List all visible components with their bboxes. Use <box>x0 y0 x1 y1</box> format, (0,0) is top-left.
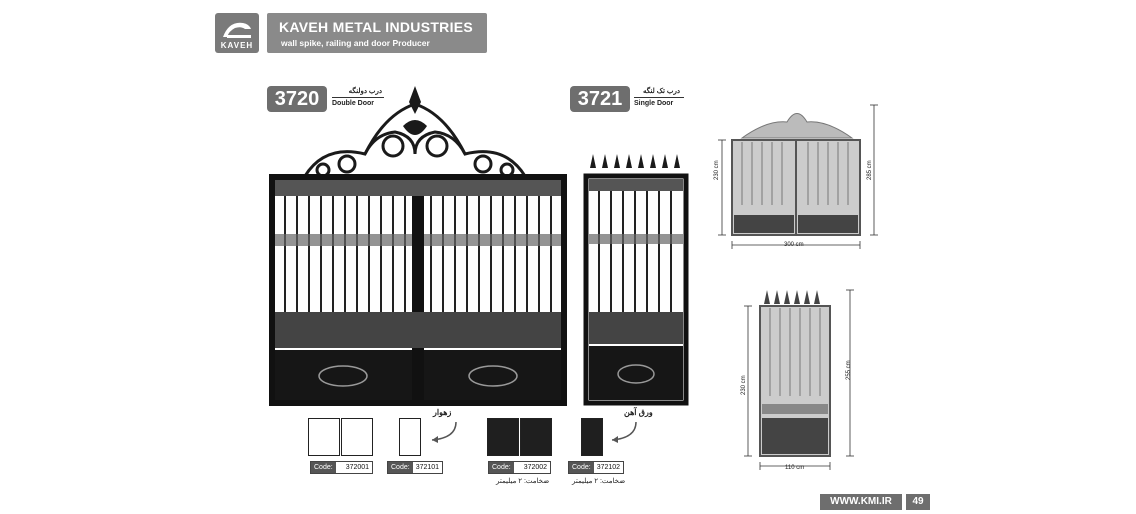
company-name: KAVEH METAL INDUSTRIES <box>279 19 474 35</box>
code-tag: Code: 372002 <box>488 461 552 474</box>
single-width-label: 110 cm <box>785 465 805 471</box>
single-height-body-label: 230 cm <box>741 375 747 395</box>
sheet-swatch-double-right <box>520 418 552 456</box>
code-key: Code: <box>388 462 413 473</box>
thickness-note: ضخامت: ۲ میلیمتر <box>572 478 626 485</box>
zahvar-label: زهوار <box>433 408 452 417</box>
model-number-double: 3720 <box>267 86 327 112</box>
code-value: 372001 <box>345 464 370 471</box>
logo-text: KAVEH <box>220 41 254 50</box>
sheet-swatch-double-left <box>487 418 519 456</box>
pointer-arrow-icon <box>611 421 637 443</box>
code-tag: Code: 372001 <box>310 461 374 474</box>
code-key: Code: <box>311 462 336 473</box>
single-door-dimension-drawing <box>744 289 854 470</box>
code-value: 372102 <box>596 464 621 471</box>
model-fa-label-double: درب دولنگه <box>348 88 382 95</box>
model-en-label-double: Double Door <box>332 100 374 107</box>
frame-swatch-double-right <box>341 418 373 456</box>
double-door-dimension-drawing <box>718 104 878 249</box>
logo-emblem-icon <box>223 22 251 38</box>
page-number: 49 <box>906 494 930 510</box>
code-tag: Code: 372102 <box>568 461 625 474</box>
model-number-single: 3721 <box>570 86 630 112</box>
frame-swatch-single <box>399 418 421 456</box>
double-door-image <box>269 86 567 406</box>
single-height-total-label: 255 cm <box>846 360 852 380</box>
website-footer: WWW.KMI.IR <box>820 494 902 510</box>
double-height-total-label: 285 cm <box>867 160 873 180</box>
code-tag: Code: 372101 <box>387 461 444 474</box>
company-tagline: wall spike, railing and door Producer <box>281 38 430 48</box>
code-key: Code: <box>489 462 514 473</box>
code-value: 372002 <box>523 464 548 471</box>
code-key: Code: <box>569 462 594 473</box>
kaveh-logo: KAVEH <box>215 13 259 53</box>
sheet-swatch-single <box>581 418 603 456</box>
pointer-arrow-icon <box>431 421 457 443</box>
frame-swatch-double-left <box>308 418 340 456</box>
single-door-image <box>583 154 689 406</box>
thickness-note: ضخامت: ۲ میلیمتر <box>496 478 550 485</box>
header-banner: KAVEH METAL INDUSTRIES wall spike, raili… <box>267 13 487 53</box>
model-rule-single <box>634 97 684 98</box>
model-fa-label-single: درب تک لنگه <box>642 88 680 95</box>
code-value: 372101 <box>415 464 440 471</box>
double-height-body-label: 230 cm <box>714 160 720 180</box>
model-rule-double <box>332 97 384 98</box>
sheet-label: ورق آهن <box>624 408 653 417</box>
double-width-label: 300 cm <box>784 242 804 248</box>
model-en-label-single: Single Door <box>634 100 674 107</box>
